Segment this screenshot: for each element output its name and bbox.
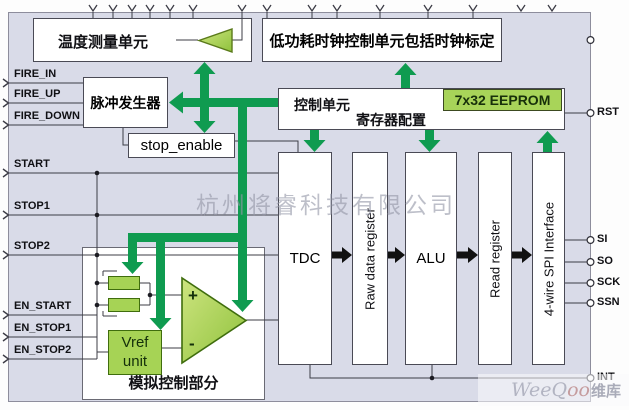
spi-interface-box: 4-wire SPI Interface xyxy=(532,152,565,365)
vref-unit-box: Vref unit xyxy=(108,330,162,375)
pin-label-si: SI xyxy=(597,233,608,245)
raw-data-register-box: Raw data register xyxy=(352,152,388,365)
control-unit-title: 控制单元 xyxy=(294,97,350,113)
alu-box: ALU xyxy=(405,152,457,365)
resistor-element-2 xyxy=(108,298,140,312)
pin-label-en-start: EN_START xyxy=(14,300,72,312)
eeprom-label: 7x32 EEPROM xyxy=(454,92,551,108)
stop-enable-label: stop_enable xyxy=(140,137,223,154)
top-pin-chevrons xyxy=(88,4,557,13)
pin-label-fire-in: FIRE_IN xyxy=(14,68,57,80)
spi-interface-label: 4-wire SPI Interface xyxy=(541,201,556,316)
brand-oo-text: oo xyxy=(567,379,590,401)
resistor-element-1 xyxy=(108,276,140,290)
pin-label-rst: RST xyxy=(597,106,619,118)
pin-label-fire-down: FIRE_DOWN xyxy=(14,110,80,122)
vref-label-line2: unit xyxy=(122,352,148,370)
pin-label-fire-up: FIRE_UP xyxy=(14,88,61,100)
pulse-generator-box: 脉冲发生器 xyxy=(83,77,168,128)
tdc-label: TDC xyxy=(289,250,321,267)
raw-data-register-label: Raw data register xyxy=(362,207,378,310)
pin-label-so: SO xyxy=(597,255,613,267)
tdc-box: TDC xyxy=(278,152,332,365)
pin-label-sck: SCK xyxy=(597,276,621,288)
brand-weeq-text: WeeQ xyxy=(511,379,568,401)
opamp-plus-sign: + xyxy=(188,286,198,305)
brand-weiku-text: 维库 xyxy=(590,382,621,400)
alu-label: ALU xyxy=(416,250,446,267)
vref-label-line1: Vref xyxy=(121,333,149,351)
analog-section-label: 模拟控制部分 xyxy=(128,375,219,392)
pin-label-stop2: STOP2 xyxy=(14,240,50,252)
clock-unit-box: 低功耗时钟控制单元包括时钟标定 xyxy=(262,18,502,62)
pin-label-start: START xyxy=(14,158,50,170)
control-unit-subtitle: 寄存器配置 xyxy=(356,112,426,128)
company-watermark: 杭州将睿科技有限公司 xyxy=(196,192,456,218)
read-register-box: Read register xyxy=(478,152,512,365)
pin-label-en-stop2: EN_STOP2 xyxy=(14,344,72,356)
clock-unit-label: 低功耗时钟控制单元包括时钟标定 xyxy=(269,32,495,50)
pin-label-ssn: SSN xyxy=(597,296,620,308)
pulse-generator-label: 脉冲发生器 xyxy=(90,94,161,111)
pin-label-en-stop1: EN_STOP1 xyxy=(14,322,72,334)
temperature-unit-label: 温度测量单元 xyxy=(58,34,149,51)
analog-section-box: 模拟控制部分 xyxy=(82,247,265,400)
pin-label-stop1: STOP1 xyxy=(14,200,50,212)
eeprom-badge: 7x32 EEPROM xyxy=(443,89,562,111)
read-register-label: Read register xyxy=(487,219,503,298)
stop-enable-box: stop_enable xyxy=(128,133,235,158)
opamp-minus-sign: - xyxy=(189,334,195,353)
